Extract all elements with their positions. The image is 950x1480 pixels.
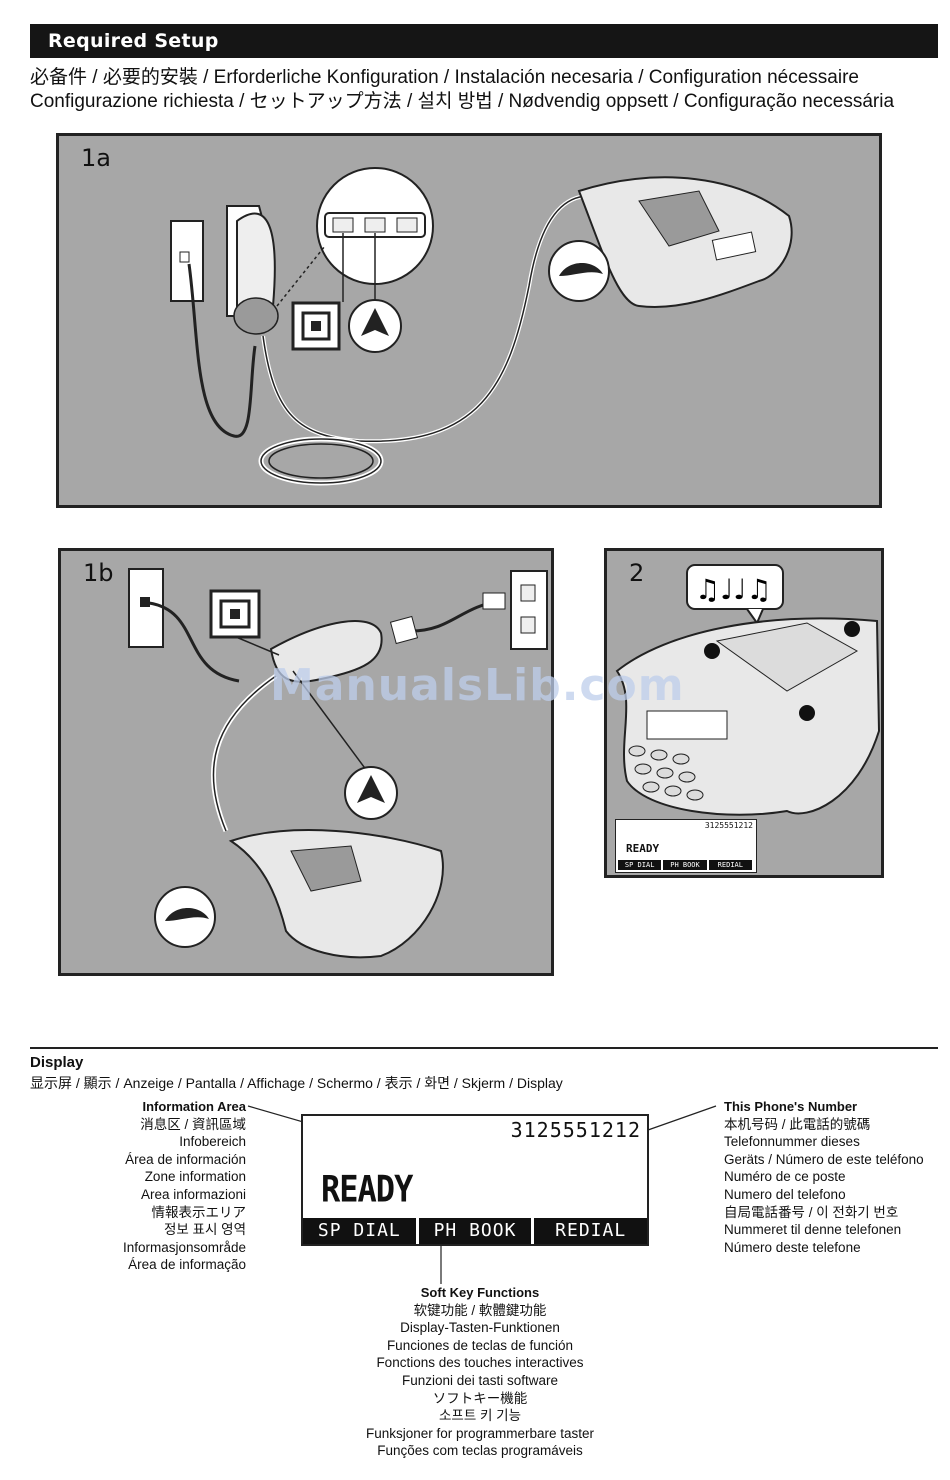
ring-illustration: ♫♩♩♫ (615, 564, 881, 816)
information-area-labels: Information Area 消息区 / 資訊區域 Infobereich … (123, 1098, 246, 1274)
lcd-display: 3125551212 READY SP DIAL PH BOOK REDIAL (301, 1114, 649, 1246)
label-line: Geräts / Número de este teléfono (724, 1151, 924, 1167)
label-line: Zone information (144, 1169, 246, 1185)
information-area-heading: Information Area (142, 1099, 246, 1114)
label-line: Numero del telefono (724, 1186, 846, 1202)
power-module-icon (269, 620, 383, 683)
label-line: ソフトキー機能 (432, 1390, 528, 1406)
label-line: 软键功能 / 軟體鍵功能 (413, 1302, 547, 1318)
panel-1a: 1a (56, 133, 882, 508)
label-line: 情報表示エリア (151, 1204, 247, 1220)
label-line: Funciones de teclas de función (386, 1337, 574, 1353)
label-line: Funções com teclas programáveis (377, 1443, 583, 1459)
label-line: 정보 표시 영역 (163, 1222, 246, 1238)
label-line: 本机号码 / 此電話的號碼 (724, 1116, 871, 1132)
watermark: ManualsLib.com (270, 660, 685, 711)
power-module-icon (226, 205, 279, 335)
mini-softkey-redial: REDIAL (708, 860, 752, 870)
label-line: Número deste telefone (724, 1239, 861, 1255)
label-line: Área de informação (128, 1257, 246, 1273)
label-line: Funksjoner for programmerbare taster (365, 1425, 595, 1441)
mini-display: 3125551212 READY SP DIAL PH BOOK REDIAL (615, 819, 757, 873)
panel-2: 2 ♫♩♩♫ 3125551212 READY SP DIAL PH BOOK … (604, 548, 884, 878)
panel-label: 2 (629, 559, 645, 587)
label-line: Infobereich (179, 1134, 246, 1150)
panel-label: 1b (83, 559, 114, 587)
mini-phone-number: 3125551212 (704, 821, 753, 830)
phone-number-heading: This Phone's Number (724, 1099, 858, 1114)
mini-softkey-ph-book: PH BOOK (663, 860, 707, 870)
label-line: 소프트 키 기능 (438, 1408, 522, 1424)
mini-softkey-sp-dial: SP DIAL (618, 860, 662, 870)
section-divider (30, 1047, 938, 1049)
conference-phone-symbol-icon (344, 766, 398, 820)
connector-zoom-icon (276, 167, 434, 307)
header-bar: Required Setup (30, 24, 938, 58)
page-title: Required Setup (48, 30, 219, 52)
label-line: 消息区 / 資訊區域 (140, 1116, 246, 1132)
label-line: Área de información (125, 1151, 246, 1167)
wall-jack-icon (170, 220, 204, 302)
soft-key-labels: Soft Key Functions 软键功能 / 軟體鍵功能 Display-… (300, 1284, 660, 1460)
soundstation-phone-icon (154, 829, 444, 959)
label-line: Nummeret til denne telefonen (724, 1222, 902, 1238)
setup-illustration-1b (128, 568, 548, 959)
setup-title-line2: Configurazione richiesta / セットアップ方法 / 설치… (30, 91, 895, 112)
setup-illustration-1a (170, 167, 793, 486)
lcd-status: READY (321, 1167, 413, 1211)
label-line: Fonctions des touches interactives (376, 1355, 584, 1371)
panel-label: 1a (81, 144, 111, 172)
svg-text:♫♩♩♫: ♫♩♩♫ (695, 573, 772, 606)
phone-number-labels: This Phone's Number 本机号码 / 此電話的號碼 Telefo… (724, 1098, 924, 1256)
softkey-redial[interactable]: REDIAL (534, 1218, 648, 1244)
softkey-sp-dial[interactable]: SP DIAL (303, 1218, 416, 1244)
label-line: Area informazioni (140, 1186, 246, 1202)
label-line: 自局電話番号 / 이 전화기 번호 (724, 1204, 899, 1220)
phone-jack-symbol-icon (291, 301, 341, 351)
label-line: Funzioni dei tasti software (401, 1372, 559, 1388)
label-line: Telefonnummer dieses (724, 1134, 860, 1150)
softkey-ph-book[interactable]: PH BOOK (418, 1218, 532, 1244)
music-notes-icon: ♫♩♩♫ (686, 564, 784, 626)
setup-title-line1: 必备件 / 必要的安裝 / Erforderliche Konfiguratio… (30, 67, 859, 88)
soft-key-heading: Soft Key Functions (420, 1285, 540, 1300)
soundstation-phone-icon (548, 176, 793, 308)
conference-phone-symbol-icon (348, 299, 402, 353)
label-line: Numéro de ce poste (724, 1169, 846, 1185)
flash-indicator-icon (704, 621, 860, 721)
phone-jack-symbol-icon (209, 589, 261, 639)
label-line: Display-Tasten-Funktionen (400, 1320, 560, 1336)
label-line: Informasjonsområde (122, 1239, 246, 1255)
display-section-title: Display (30, 1054, 84, 1071)
display-section-subtitle: 显示屏 / 顯示 / Anzeige / Pantalla / Affichag… (30, 1075, 563, 1091)
power-outlet-icon (510, 570, 548, 650)
lcd-phone-number: 3125551212 (510, 1118, 641, 1142)
mini-status: READY (626, 842, 660, 855)
panel-1b: 1b (58, 548, 554, 976)
